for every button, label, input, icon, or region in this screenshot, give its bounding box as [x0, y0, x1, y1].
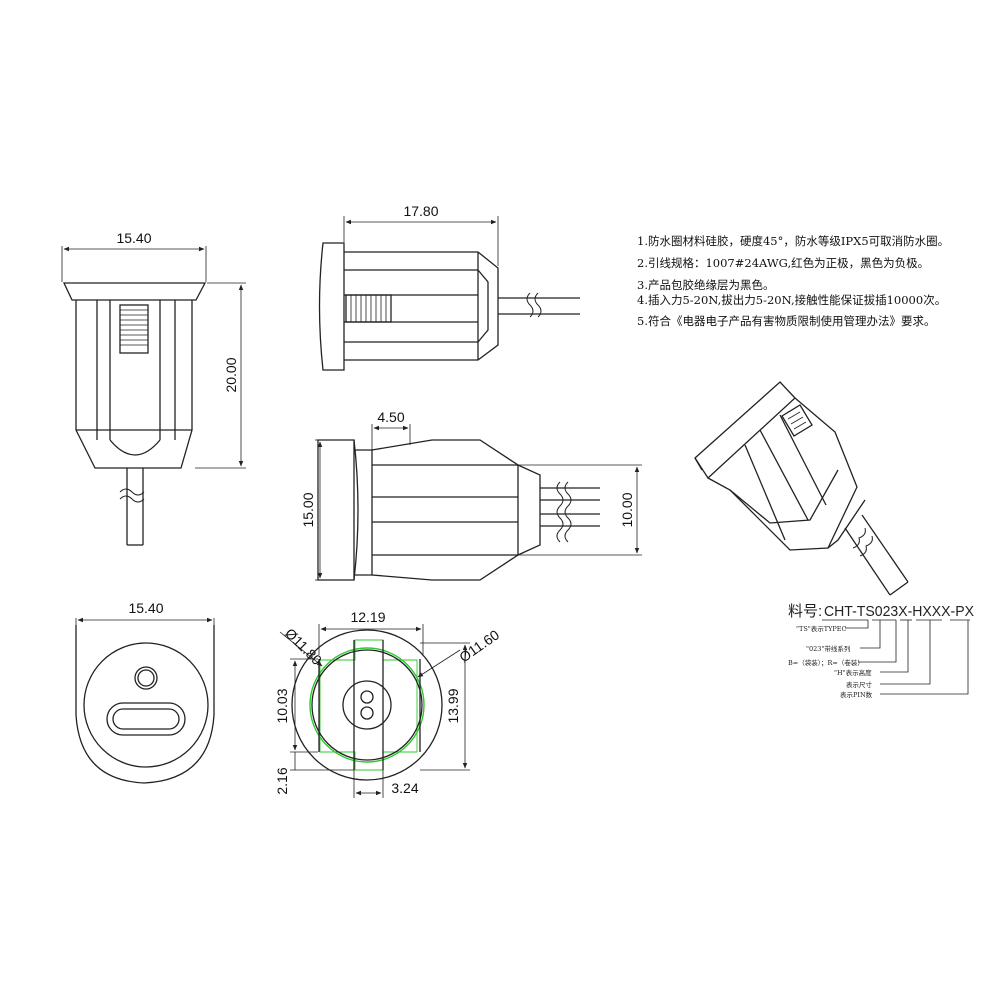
front-view — [61, 246, 246, 546]
side-view — [318, 216, 580, 371]
top-view — [315, 424, 642, 581]
legend-height: "H"表示高度 — [834, 668, 872, 677]
section-bottom-left-label: 2.16 — [274, 767, 290, 794]
side-length-label: 17.80 — [403, 203, 438, 219]
legend-size: 表示尺寸 — [846, 680, 873, 689]
part-number-block: 料号: CHT-TS023X-HXXX-PX "TS"表示TYPEC "023"… — [788, 603, 974, 699]
note-5: 5.符合《电器电子产品有害物质限制使用管理办法》要求。 — [637, 314, 935, 328]
top-offset-label: 4.50 — [377, 409, 404, 425]
top-height-label: 15.00 — [300, 492, 316, 527]
section-highlight — [309, 639, 425, 771]
section-left-height-label: 10.03 — [274, 688, 290, 723]
legend-packing: B=（袋装）；R=（卷装） — [788, 658, 864, 667]
bottom-width-label: 15.40 — [128, 600, 163, 616]
legend-pin: 表示PIN数 — [840, 690, 873, 699]
bottom-view — [75, 617, 215, 784]
part-number-prefix: 料号: — [788, 603, 822, 620]
note-4: 4.插入力5-20N,拔出力5-20N,接触性能保证拔插10000次。 — [637, 293, 946, 307]
section-view — [279, 624, 470, 798]
note-3: 3.产品包胶绝缘层为黑色。 — [637, 278, 774, 292]
part-number-legend-lines — [822, 619, 970, 695]
isometric-view — [694, 381, 909, 596]
part-number-code: CHT-TS023X-HXXX-PX — [824, 603, 974, 620]
section-top-width-label: 12.19 — [350, 609, 385, 625]
note-1: 1.防水圈材料硅胶，硬度45°，防水等级IPX5可取消防水圈。 — [637, 234, 949, 248]
legend-023: "023"带线系列 — [806, 644, 850, 653]
front-height-label: 20.00 — [223, 357, 239, 392]
notes-block: 1.防水圈材料硅胶，硬度45°，防水等级IPX5可取消防水圈。 2.引线规格：1… — [637, 234, 949, 328]
front-width-label: 15.40 — [116, 230, 151, 246]
front-thread-hatch — [120, 309, 148, 346]
iso-thread-hatch — [784, 406, 807, 430]
legend-ts: "TS"表示TYPEC — [796, 624, 847, 633]
section-bottom-width-label: 3.24 — [391, 780, 418, 796]
section-right-height-label: 13.99 — [445, 688, 461, 723]
section-dia-inner-label: Ø11.60 — [456, 626, 502, 665]
side-thread-hatch — [350, 295, 387, 322]
note-2: 2.引线规格：1007#24AWG,红色为正极，黑色为负极。 — [637, 256, 929, 270]
top-wire-span-label: 10.00 — [619, 492, 635, 527]
